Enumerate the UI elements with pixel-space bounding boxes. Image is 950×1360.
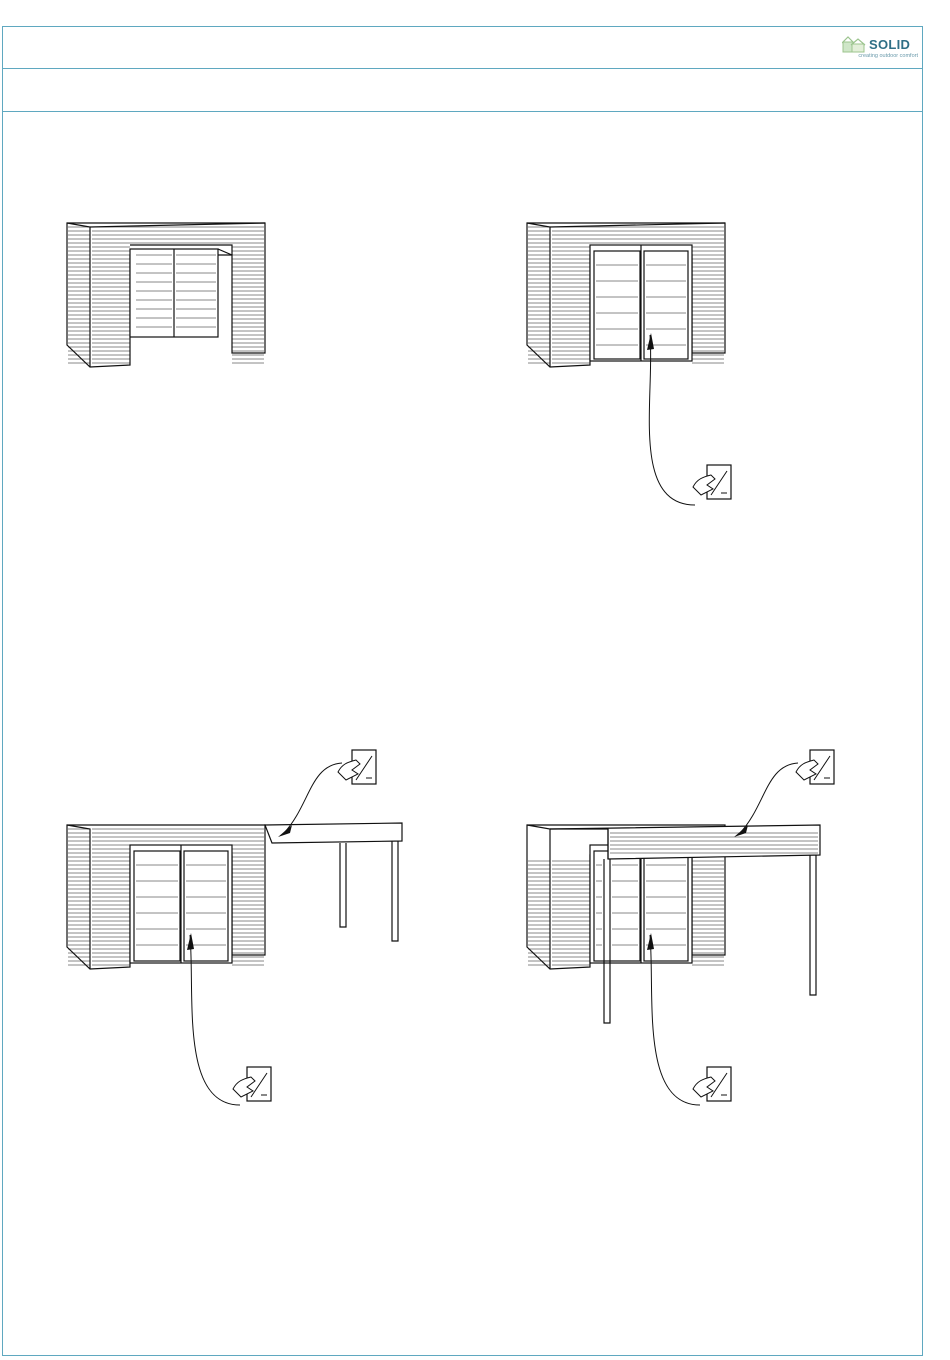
header-row-bottom [3,69,922,112]
brand-tagline: creating outdoor comfort [842,53,918,59]
manual-reference-icon [693,1067,731,1101]
manual-reference-icon [693,465,731,499]
header-row-top: SOLID creating outdoor comfort [3,27,922,69]
brand-logo: SOLID creating outdoor comfort [842,36,918,62]
house-logo-icon [842,36,868,54]
figure-shed-with-doors [520,215,750,515]
manual-reference-icon [338,750,376,784]
figure-shed-with-canopy-attached [520,745,850,1110]
brand-name: SOLID [869,37,910,52]
manual-reference-icon [796,750,834,784]
figure-shed-without-doors [60,215,275,375]
manual-reference-icon [233,1067,271,1101]
figure-shed-with-canopy-separate [60,745,410,1110]
